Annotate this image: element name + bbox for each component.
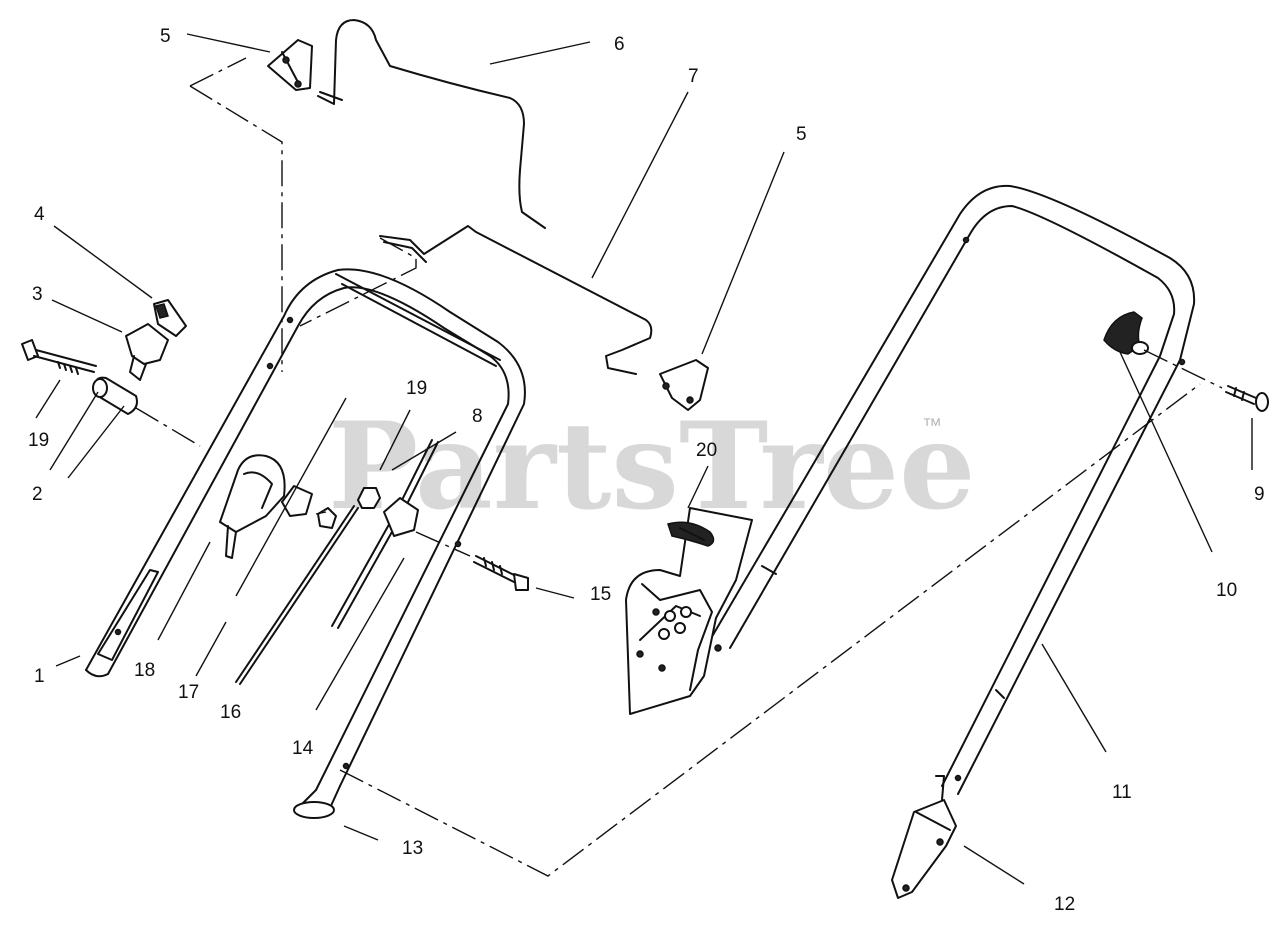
callout-14: 14 xyxy=(292,738,314,759)
watermark-trademark: ™ xyxy=(922,415,942,437)
part-19-nut-right xyxy=(357,487,381,509)
callout-20: 20 xyxy=(696,440,717,461)
part-19-bolt-left xyxy=(21,339,97,375)
callout-17: 17 xyxy=(178,682,199,703)
callout-7: 7 xyxy=(688,66,699,87)
callout-13: 13 xyxy=(402,838,423,859)
callout-12: 12 xyxy=(1054,894,1075,915)
callout-9: 9 xyxy=(1254,484,1265,505)
callout-19-right: 19 xyxy=(406,378,427,399)
callout-5-upper: 5 xyxy=(160,26,171,47)
callout-1: 1 xyxy=(34,666,45,687)
part-8-rod-and-clamp xyxy=(331,439,439,629)
callout-5-lower: 5 xyxy=(796,124,807,145)
watermark-text: PartsTree xyxy=(328,396,975,537)
part-5-lower-bracket xyxy=(659,359,709,411)
callout-4: 4 xyxy=(34,204,45,225)
callout-11: 11 xyxy=(1112,782,1132,803)
leader-lines xyxy=(35,33,1253,885)
part-10-knob xyxy=(1103,311,1149,355)
lower-handle-right xyxy=(709,184,1196,899)
parts-3-4-knob xyxy=(125,299,187,381)
part-6-upper-bail xyxy=(317,19,546,229)
callout-labels: 5 6 7 5 4 3 19 2 1 18 17 16 19 8 14 15 2… xyxy=(28,26,1265,915)
part-2-spacer xyxy=(92,376,138,415)
callout-2: 2 xyxy=(32,484,43,505)
part-9-bolt xyxy=(1225,385,1269,412)
part-18-cam xyxy=(219,454,286,559)
callout-15: 15 xyxy=(590,584,611,605)
alignment-lines xyxy=(135,57,1223,877)
height-adjust-plate xyxy=(625,507,753,715)
callout-19-left: 19 xyxy=(28,430,49,451)
callout-8: 8 xyxy=(472,406,483,427)
callout-10: 10 xyxy=(1216,580,1237,601)
callout-16: 16 xyxy=(220,702,241,723)
part-7-lower-bail xyxy=(379,225,653,375)
callout-3: 3 xyxy=(32,284,43,305)
part-15-bolt xyxy=(473,555,529,591)
callout-18: 18 xyxy=(134,660,155,681)
callout-6: 6 xyxy=(614,34,625,55)
part-5-upper-bracket xyxy=(267,39,313,91)
part-16-rod xyxy=(235,505,359,685)
watermark: PartsTree ™ xyxy=(328,396,975,537)
